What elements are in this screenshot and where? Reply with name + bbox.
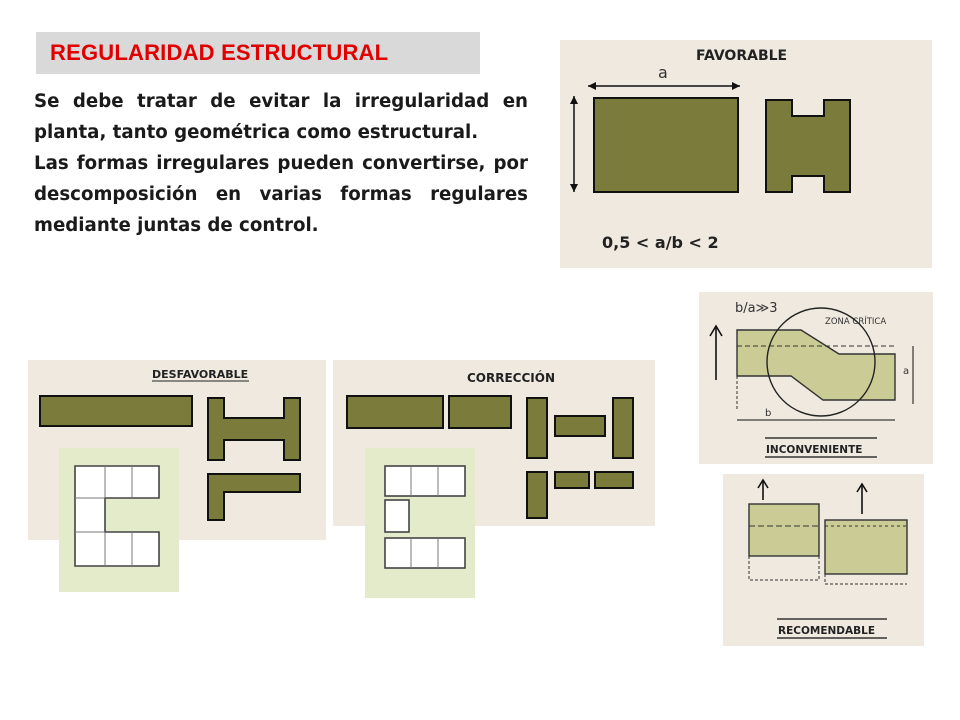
recomendable-caption: RECOMENDABLE xyxy=(778,625,875,637)
dim-label-a: a xyxy=(658,63,668,82)
rectangle-plan xyxy=(593,97,739,193)
ratio-label: b/a≫3 xyxy=(735,301,777,316)
split-rect-left xyxy=(346,395,444,429)
c-shape-svg xyxy=(74,465,160,567)
l-shape-plan xyxy=(207,473,301,521)
i-shape-plan xyxy=(765,99,851,193)
favorable-diagram: FAVORABLE a 0,5 < a/b < 2 xyxy=(560,40,932,268)
body-text: Se debe tratar de evitar la irregularida… xyxy=(34,86,528,241)
desfavorable-svg: DESFAVORABLE xyxy=(39,368,301,521)
arrow-down-icon xyxy=(570,184,578,192)
paragraph-1: Se debe tratar de evitar la irregularida… xyxy=(34,91,528,143)
inconveniente-svg: b/a≫3 ZONA CRÍTICA a b INCONVENIENTE xyxy=(709,301,914,458)
split-h-middle xyxy=(554,415,606,437)
block-right xyxy=(824,519,908,575)
c-shape-grid-sketch xyxy=(59,448,179,592)
inconveniente-diagram: b/a≫3 ZONA CRÍTICA a b INCONVENIENTE xyxy=(699,292,933,464)
split-grid-svg xyxy=(384,465,466,569)
arrow-up-icon xyxy=(709,324,723,337)
dim-label-b: b xyxy=(765,408,771,419)
ratio-text: 0,5 < a/b < 2 xyxy=(602,233,719,252)
paragraph-2: Las formas irregulares pueden convertirs… xyxy=(34,153,528,236)
split-h-left xyxy=(526,397,548,459)
arrow-up-icon xyxy=(757,478,769,489)
split-block-top xyxy=(384,465,466,497)
critical-zone-circle xyxy=(766,307,876,417)
split-block-middle xyxy=(384,499,410,533)
correccion-heading: CORRECCIÓN xyxy=(467,370,555,385)
offset-plan-shape xyxy=(736,329,896,401)
split-l-horizontal-1 xyxy=(554,471,590,489)
long-rectangle-plan xyxy=(39,395,193,427)
arrow-up-icon xyxy=(570,96,578,104)
split-grid-sketch xyxy=(365,448,475,598)
favorable-svg: FAVORABLE a 0,5 < a/b < 2 xyxy=(570,48,851,252)
favorable-heading: FAVORABLE xyxy=(696,48,787,64)
split-l-vertical xyxy=(526,471,548,519)
block-left xyxy=(748,503,820,557)
dashed-outline-left xyxy=(748,556,820,581)
dashed-outline-right xyxy=(824,574,907,585)
inconveniente-caption: INCONVENIENTE xyxy=(766,444,862,456)
title-bar: REGULARIDAD ESTRUCTURAL xyxy=(36,32,480,74)
slide-title: REGULARIDAD ESTRUCTURAL xyxy=(50,40,389,65)
recomendable-svg: RECOMENDABLE xyxy=(748,478,908,639)
h-shape-plan xyxy=(207,397,301,461)
split-h-right xyxy=(612,397,634,459)
split-rect-right xyxy=(448,395,512,429)
arrow-up-icon xyxy=(856,482,868,493)
recomendable-diagram: RECOMENDABLE xyxy=(723,474,924,646)
desfavorable-heading: DESFAVORABLE xyxy=(152,368,248,381)
dim-label-a: a xyxy=(903,366,909,377)
correccion-svg: CORRECCIÓN xyxy=(346,370,634,519)
arrow-left-icon xyxy=(588,82,596,90)
arrow-right-icon xyxy=(732,82,740,90)
c-shape-outline xyxy=(74,465,160,567)
split-block-bottom xyxy=(384,537,466,569)
split-l-horizontal-2 xyxy=(594,471,634,489)
